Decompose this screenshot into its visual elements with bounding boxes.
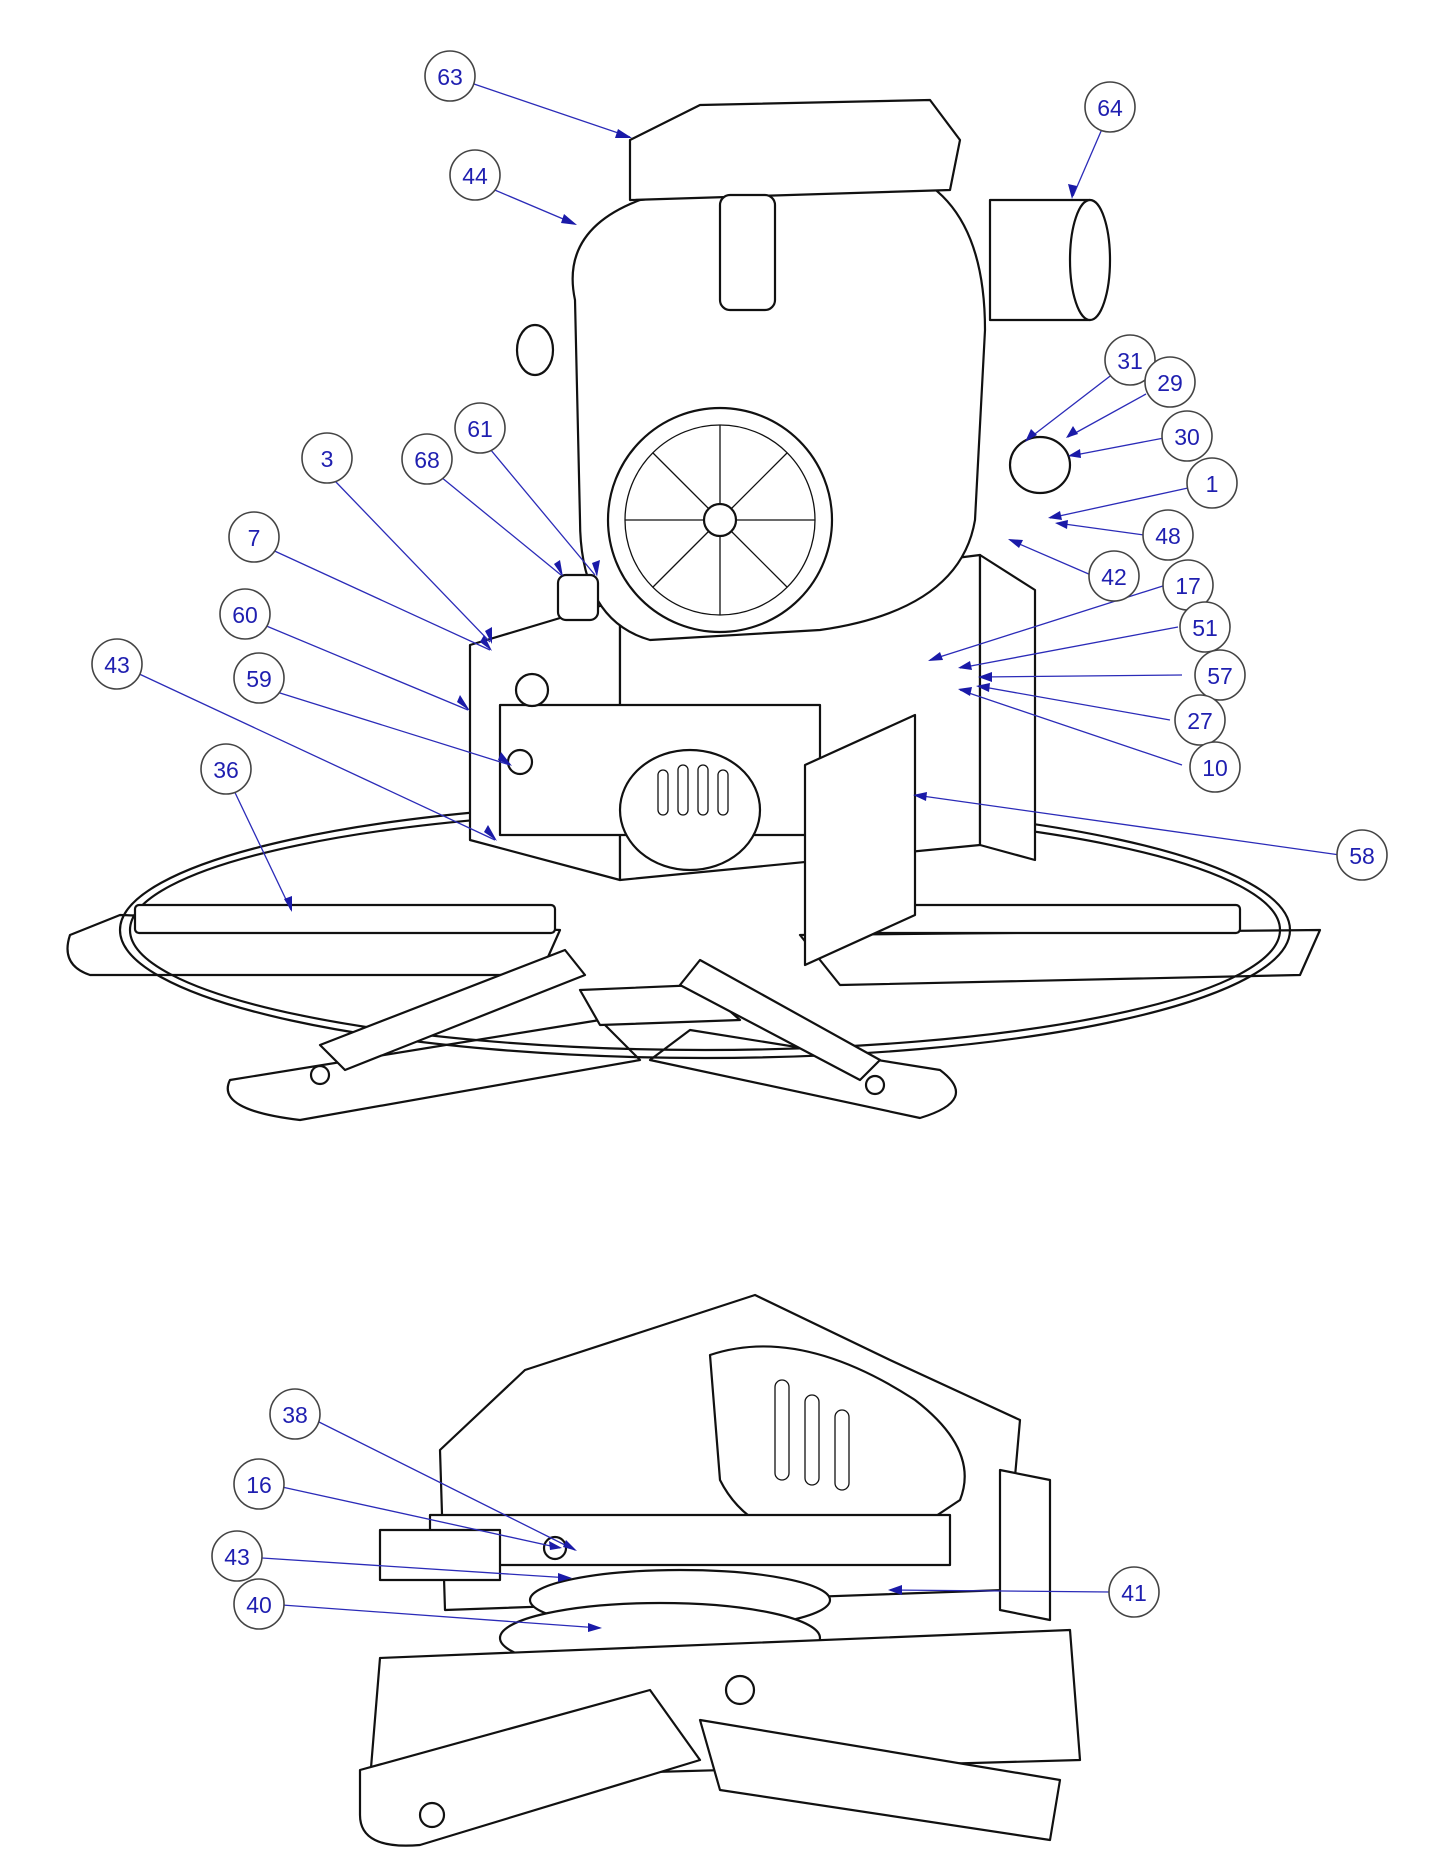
callout-27-label: 27 bbox=[1187, 708, 1213, 734]
callout-60-label: 60 bbox=[232, 602, 258, 628]
callout-48-label: 48 bbox=[1155, 523, 1181, 549]
callout-16: 16 bbox=[233, 1458, 285, 1510]
callout-41-label: 41 bbox=[1121, 1580, 1147, 1606]
callout-41: 41 bbox=[1108, 1566, 1160, 1618]
callout-1: 1 bbox=[1186, 457, 1238, 509]
callout-31-label: 31 bbox=[1117, 348, 1143, 374]
callout-31: 31 bbox=[1104, 334, 1156, 386]
arrowheads bbox=[284, 129, 1081, 1632]
callout-10: 10 bbox=[1189, 741, 1241, 793]
callout-48: 48 bbox=[1142, 509, 1194, 561]
callout-51-label: 51 bbox=[1192, 615, 1218, 641]
callout-44-label: 44 bbox=[462, 163, 488, 189]
callout-42-label: 42 bbox=[1101, 564, 1127, 590]
callout-43: 43 bbox=[91, 638, 143, 690]
callout-17-label: 17 bbox=[1175, 573, 1201, 599]
callout-61-label: 61 bbox=[467, 416, 493, 442]
callout-60: 60 bbox=[219, 588, 271, 640]
bottom-assembly-drawing bbox=[358, 1293, 1082, 1847]
callout-61: 61 bbox=[454, 402, 506, 454]
callout-7-label: 7 bbox=[248, 525, 261, 551]
callout-3: 3 bbox=[301, 432, 353, 484]
callout-29-label: 29 bbox=[1157, 370, 1183, 396]
callout-57-label: 57 bbox=[1207, 663, 1233, 689]
callout-40: 40 bbox=[233, 1578, 285, 1630]
callout-58-label: 58 bbox=[1349, 843, 1375, 869]
callout-42: 42 bbox=[1088, 550, 1140, 602]
callout-40-label: 40 bbox=[246, 1592, 272, 1618]
spider-arms bbox=[133, 903, 1242, 1096]
callout-36: 36 bbox=[200, 743, 252, 795]
callout-38-label: 38 bbox=[282, 1402, 308, 1428]
callouts: 63 44 64 31 29 30 1 48 42 61 68 3 7 60 4… bbox=[91, 50, 1388, 1632]
callout-43-detail-label: 43 bbox=[224, 1544, 250, 1570]
callout-30-label: 30 bbox=[1174, 424, 1200, 450]
callout-27: 27 bbox=[1174, 694, 1226, 746]
callout-1-label: 1 bbox=[1206, 471, 1219, 497]
callout-51: 51 bbox=[1179, 601, 1231, 653]
callout-38: 38 bbox=[269, 1388, 321, 1440]
callout-36-label: 36 bbox=[213, 757, 239, 783]
callout-29: 29 bbox=[1144, 356, 1196, 408]
top-assembly-drawing bbox=[66, 98, 1322, 1122]
callout-3-label: 3 bbox=[321, 446, 334, 472]
callout-43-detail: 43 bbox=[211, 1530, 263, 1582]
callout-58: 58 bbox=[1336, 829, 1388, 881]
callout-63: 63 bbox=[424, 50, 476, 102]
engine-body bbox=[515, 98, 1112, 642]
callout-68: 68 bbox=[401, 433, 453, 485]
callout-64: 64 bbox=[1084, 81, 1136, 133]
callout-44: 44 bbox=[449, 149, 501, 201]
callout-64-label: 64 bbox=[1097, 95, 1123, 121]
pulley-guard bbox=[618, 748, 762, 872]
callout-63-label: 63 bbox=[437, 64, 463, 90]
callout-7: 7 bbox=[228, 511, 280, 563]
callout-59: 59 bbox=[233, 652, 285, 704]
callout-10-label: 10 bbox=[1202, 755, 1228, 781]
callout-68-label: 68 bbox=[414, 447, 440, 473]
callout-43-label: 43 bbox=[104, 652, 130, 678]
callout-57: 57 bbox=[1194, 649, 1246, 701]
callout-16-label: 16 bbox=[246, 1472, 272, 1498]
callout-17: 17 bbox=[1162, 559, 1214, 611]
callout-59-label: 59 bbox=[246, 666, 272, 692]
callout-30: 30 bbox=[1161, 410, 1213, 462]
